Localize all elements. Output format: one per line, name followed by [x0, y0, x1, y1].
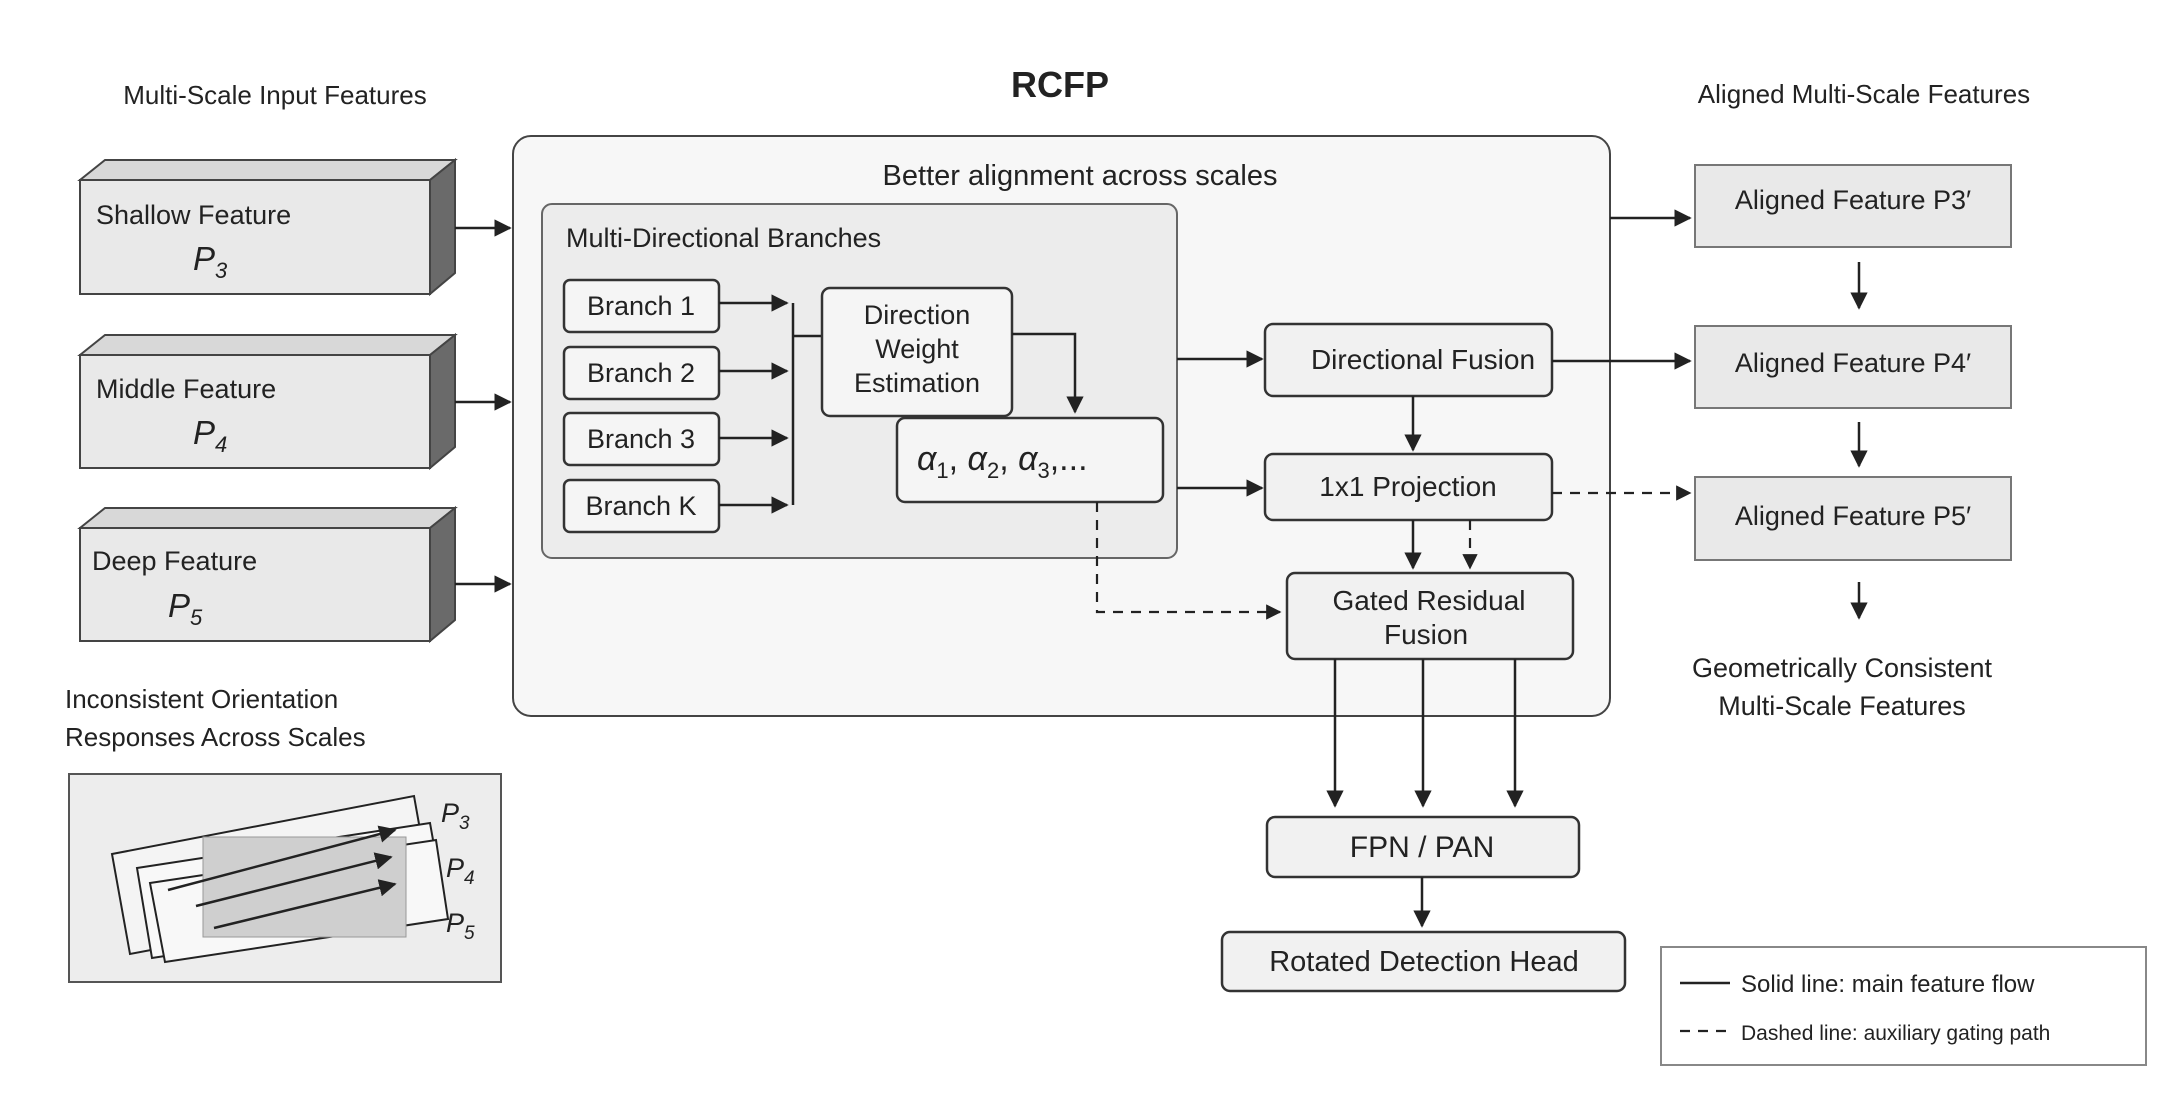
input-feature-symbol: P — [193, 240, 215, 277]
svg-text:α1, α2, α3,...: α1, α2, α3,... — [917, 440, 1088, 483]
alpha-subscript: 1 — [936, 458, 948, 483]
alpha-symbol: α — [968, 440, 989, 478]
inset-subscript: 5 — [464, 923, 475, 944]
aligned-feature-label: Aligned Feature P3′ — [1735, 185, 1971, 215]
alpha-ellipsis: ,... — [1050, 440, 1088, 478]
inconsistent-orientation-label: Inconsistent Orientation — [65, 684, 338, 714]
inset-subscript: 3 — [459, 813, 470, 834]
gated-residual-label: Fusion — [1384, 619, 1468, 650]
svg-text:P3: P3 — [193, 240, 228, 283]
fpn-pan-box: FPN / PAN — [1265, 815, 1581, 879]
alpha-symbol: α — [917, 440, 938, 478]
aligned-feature-box: Aligned Feature P5′ — [1694, 476, 2012, 561]
branch-box: Branch 1 — [562, 278, 721, 334]
legend-dashed-label: Dashed line: auxiliary gating path — [1741, 1022, 2050, 1045]
projection-label: 1x1 Projection — [1319, 471, 1496, 502]
direction-weight-label: Estimation — [854, 368, 980, 398]
consistent-features-label: Geometrically Consistent — [1692, 653, 1993, 683]
branches-title: Multi-Directional Branches — [566, 223, 881, 253]
svg-text:P4: P4 — [193, 414, 227, 457]
inset-arrow — [167, 825, 397, 892]
inset-arrow — [213, 879, 397, 930]
branch-label: Branch 1 — [587, 291, 695, 321]
input-feature-deep: Deep Feature P5 — [77, 505, 458, 644]
branch-box: Branch 3 — [562, 411, 721, 467]
alpha-weights-box: α1, α2, α3,... — [895, 416, 1165, 504]
inset-symbol: P — [446, 908, 464, 938]
direction-weight-box: Direction Weight Estimation — [820, 286, 1014, 418]
input-feature-shallow: Shallow Feature P3 — [77, 157, 458, 297]
directional-fusion-box: Directional Fusion — [1263, 322, 1554, 398]
weight-to-alpha-arrow — [1012, 332, 1084, 414]
direction-weight-label: Direction — [864, 300, 971, 330]
aligned-feature-box: Aligned Feature P3′ — [1694, 164, 2012, 248]
inset-symbol: P — [446, 853, 464, 883]
aligned-feature-label: Aligned Feature P4′ — [1735, 348, 1971, 378]
branch-label: Branch 2 — [587, 358, 695, 388]
alpha-subscript: 2 — [987, 458, 999, 483]
branch-box: Branch K — [562, 478, 721, 534]
input-feature-label: Deep Feature — [92, 546, 257, 576]
detection-head-label: Rotated Detection Head — [1269, 946, 1579, 978]
direction-weight-label: Weight — [875, 334, 959, 364]
svg-text:P5: P5 — [446, 908, 475, 944]
alpha-symbol: α — [1018, 440, 1039, 478]
input-feature-symbol: P — [193, 414, 215, 451]
inconsistent-orientation-label: Responses Across Scales — [65, 722, 366, 752]
inset-arrow — [195, 852, 393, 908]
gated-residual-label: Gated Residual — [1332, 585, 1525, 616]
input-feature-subscript: 4 — [215, 432, 227, 457]
projection-box: 1x1 Projection — [1263, 452, 1554, 522]
svg-text:P5: P5 — [168, 587, 203, 630]
alpha-subscript: 3 — [1037, 458, 1049, 483]
input-feature-label: Shallow Feature — [96, 200, 291, 230]
gated-residual-box: Gated Residual Fusion — [1285, 571, 1575, 661]
svg-text:P4: P4 — [446, 853, 475, 889]
aligned-feature-label: Aligned Feature P5′ — [1735, 501, 1971, 531]
directional-fusion-label: Directional Fusion — [1311, 344, 1535, 375]
branch-label: Branch K — [585, 491, 696, 521]
rcfp-subtitle: Better alignment across scales — [883, 160, 1278, 192]
input-feature-symbol: P — [168, 587, 190, 624]
aligned-feature-box: Aligned Feature P4′ — [1694, 325, 2012, 409]
detection-head-box: Rotated Detection Head — [1220, 930, 1627, 993]
input-feature-subscript: 5 — [190, 605, 203, 630]
branch-label: Branch 3 — [587, 424, 695, 454]
legend: Solid line: main feature flow Dashed lin… — [1660, 946, 2147, 1066]
legend-solid-label: Solid line: main feature flow — [1741, 971, 2035, 998]
inset-subscript: 4 — [464, 868, 475, 889]
input-features-heading: Multi-Scale Input Features — [123, 80, 426, 110]
output-features-heading: Aligned Multi-Scale Features — [1698, 79, 2030, 109]
svg-text:P3: P3 — [441, 798, 470, 834]
input-feature-middle: Middle Feature P4 — [77, 332, 458, 471]
inset-symbol: P — [441, 798, 459, 828]
input-feature-subscript: 3 — [215, 258, 228, 283]
fpn-pan-label: FPN / PAN — [1350, 831, 1494, 864]
alpha-gating-path — [1095, 502, 1282, 620]
branch-box: Branch 2 — [562, 345, 721, 401]
consistent-features-label: Multi-Scale Features — [1718, 691, 1966, 721]
input-feature-label: Middle Feature — [96, 374, 276, 404]
orientation-inset: P3 P4 P5 — [68, 773, 502, 983]
diagram-title: RCFP — [1011, 64, 1109, 105]
